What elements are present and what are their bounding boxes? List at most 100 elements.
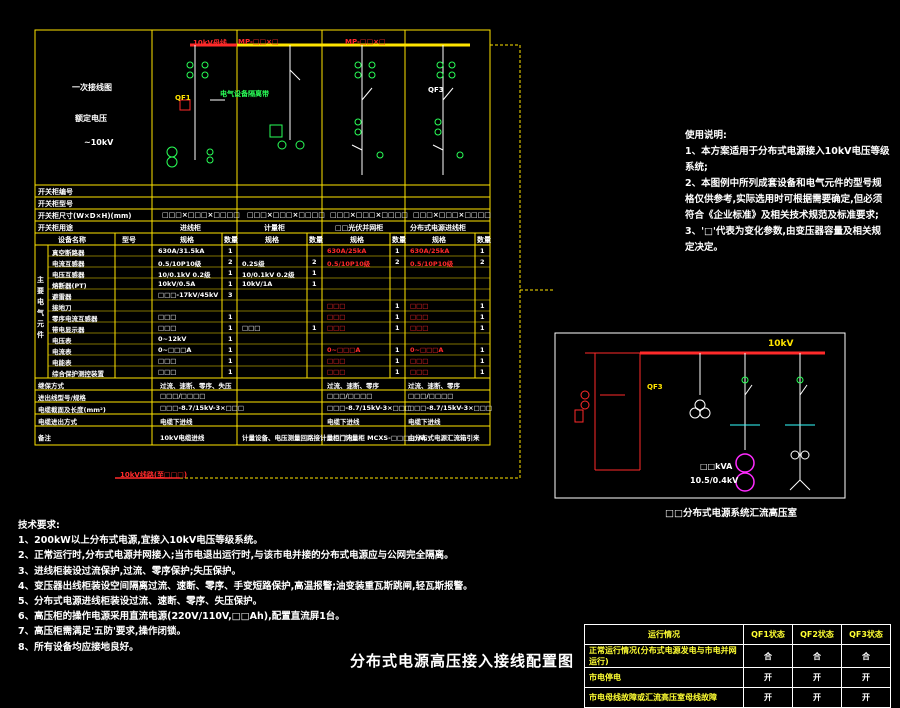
table-header-row: 运行情况 QF1状态 QF2状态 QF3状态	[584, 624, 891, 645]
equipment-cell: 10/0.1kV 0.2级	[158, 271, 211, 279]
feeder-label: 10kV线路(至□□□)	[120, 471, 188, 479]
bus-label-1: 10kV母线	[193, 39, 227, 47]
equipment-cell: 1	[228, 280, 233, 288]
equipment-cell: 1	[228, 247, 233, 255]
station-incoming-red	[574, 352, 641, 471]
equipment-name: 综合保护测控装置	[52, 370, 104, 378]
header-qf1: QF1状态	[743, 624, 793, 645]
row-qf2: 开	[792, 687, 842, 708]
column2-schematic	[269, 45, 305, 150]
equipment-name: 电流互感器	[52, 260, 85, 268]
equip-header-name: 设备名称	[58, 236, 86, 244]
equip-header-qty2: 数量	[309, 236, 323, 244]
row-qf1: 开	[743, 667, 793, 688]
bottom-row-cell: □□□/□□□□	[160, 392, 206, 400]
equipment-cell: □□□	[158, 357, 177, 365]
size-value-2: □□□×□□□×□□□□	[247, 211, 325, 219]
bottom-row-cell: □□□/□□□□	[408, 392, 454, 400]
bottom-row-cell: 过流、速断、零序	[327, 382, 379, 390]
equipment-cell: 1	[480, 247, 485, 255]
equipment-cell: □□□	[410, 357, 429, 365]
left-panel-frame	[34, 29, 491, 446]
equipment-cell: 1	[480, 368, 485, 376]
equipment-cell: 1	[312, 324, 317, 332]
bottom-row-cell: 过流、速断、零序、失压	[160, 382, 232, 390]
size-value-3: □□□×□□□×□□□□	[330, 211, 408, 219]
equipment-cell: 0~□□□A	[410, 346, 444, 354]
equipment-cell: 1	[228, 269, 233, 277]
column3-schematic	[351, 45, 384, 175]
equipment-cell: 1	[480, 357, 485, 365]
station-frame	[554, 332, 846, 499]
equipment-cell: 0.5/10P10级	[158, 260, 202, 268]
equipment-name: 电能表	[52, 359, 72, 367]
row-cabinet-use: 开关柜用途	[38, 224, 73, 232]
equip-header-spec4: 规格	[432, 236, 446, 244]
bottom-row-cell: □□□计量柜 MCXS-□□□□/AL	[327, 434, 427, 442]
station-qf3-label: QF3	[647, 383, 663, 391]
bus-label-3: MP-□□×□	[345, 38, 386, 46]
bottom-row-cell: □□□-8.7/15kV-3×□□□	[408, 404, 493, 412]
equipment-cell: 1	[395, 368, 400, 376]
bottom-row-cell: 电缆下进线	[160, 418, 193, 426]
size-value-1: □□□×□□□×□□□□	[162, 211, 240, 219]
bottom-row-label: 继保方式	[38, 382, 64, 390]
row-cabinet-size: 开关柜尺寸(W×D×H)(mm)	[38, 212, 132, 220]
bottom-row-label: 电缆截面及长度(mm²)	[38, 406, 106, 414]
equipment-cell: 1	[395, 357, 400, 365]
req-line-5: 5、分布式电源进线柜装设过流、速断、零序、失压保护。	[18, 596, 263, 608]
usage-notes: 使用说明: 1、本方案适用于分布式电源接入10kV电压等级系统; 2、本图例中所…	[685, 128, 890, 256]
bottom-row-cell: 10kV电缆进线	[160, 434, 205, 442]
req-title: 技术要求:	[18, 520, 60, 531]
interconnect-dashed	[180, 44, 555, 479]
equipment-cell: 2	[228, 258, 233, 266]
equip-side-label: 主要电气元件	[37, 276, 44, 339]
technical-requirements: 技术要求: 1、200kW以上分布式电源,宜接入10kV电压等级系统。 2、正常…	[18, 518, 473, 655]
row-qf3: 开	[841, 687, 891, 708]
station-output-branch	[785, 353, 815, 491]
equipment-cell: □□□	[327, 302, 346, 310]
req-line-4: 4、变压器出线柜装设空间隔离过流、速断、零序、手变短路保护,高温报警;油变装重瓦…	[18, 580, 473, 592]
req-line-3: 3、进线柜装设过流保护,过流、零序保护;失压保护。	[18, 565, 242, 577]
equipment-cell: 0~□□□A	[327, 346, 361, 354]
bottom-row-cell: □□□-8.7/15kV-3×□□□	[160, 404, 245, 412]
equipment-cell: 1	[395, 324, 400, 332]
equip-header-qty1: 数量	[224, 236, 238, 244]
equipment-cell: 630A/25kA	[410, 247, 450, 255]
equipment-cell: 0~□□□A	[158, 346, 192, 354]
equipment-cell: □□□	[410, 302, 429, 310]
header-qf2: QF2状态	[792, 624, 842, 645]
station-pt-branch	[689, 353, 711, 419]
row-qf3: 合	[841, 644, 891, 668]
row-qf1: 合	[743, 644, 793, 668]
bottom-row-cell: 电缆下进线	[327, 418, 360, 426]
bottom-row-cell: 电缆下进线	[408, 418, 441, 426]
equipment-cell: □□□	[158, 313, 177, 321]
header-qf3: QF3状态	[841, 624, 891, 645]
equipment-cell: 1	[480, 302, 485, 310]
size-value-4: □□□×□□□×□□□□	[413, 211, 491, 219]
rated-voltage-label: 额定电压	[75, 114, 107, 123]
bottom-row-cell: □□□-8.7/15kV-3×□□□	[327, 404, 412, 412]
column1-schematic	[166, 45, 225, 168]
row-qf2: 合	[792, 644, 842, 668]
rated-voltage-value: ~10kV	[84, 138, 114, 147]
equipment-cell: □□□	[327, 324, 346, 332]
equipment-cell: 1	[312, 269, 317, 277]
use-value-2: 计量柜	[264, 224, 285, 232]
bottom-row-label: 电缆进出方式	[38, 418, 77, 426]
equipment-cell: 1	[228, 346, 233, 354]
equipment-cell: □□□	[410, 324, 429, 332]
req-line-2: 2、正常运行时,分布式电源并网接入;当市电退出运行时,与该市电并接的分布式电源应…	[18, 550, 454, 562]
bottom-row-label: 进出线型号/规格	[38, 394, 86, 402]
equipment-name: 熔断器(PT)	[52, 282, 87, 290]
equipment-cell: 1	[228, 335, 233, 343]
equipment-cell: 630A/25kA	[327, 247, 367, 255]
table-row: 市电母线故障或汇流高压室母线故障 开 开 开	[584, 687, 891, 708]
equipment-cell: 1	[395, 313, 400, 321]
use-value-4: 分布式电源进线柜	[410, 224, 466, 232]
equipment-cell: 3	[228, 291, 233, 299]
row-cabinet-no: 开关柜编号	[38, 188, 73, 196]
equipment-cell: 1	[228, 313, 233, 321]
